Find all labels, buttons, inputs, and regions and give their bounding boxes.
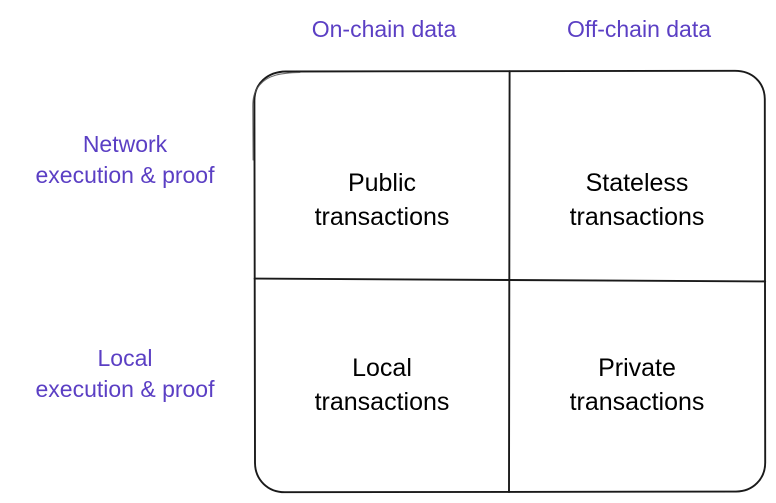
row-header-network-line1: Network	[82, 131, 168, 157]
row-header-network: Network execution & proof	[5, 129, 245, 191]
matrix-vertical-divider	[508, 70, 511, 493]
row-header-network-line2: execution & proof	[35, 162, 215, 188]
cell-local-transactions-line2: transactions	[314, 388, 450, 416]
column-header-on-chain: On-chain data	[311, 16, 457, 42]
cell-public-transactions-line2: transactions	[314, 203, 450, 231]
cell-private-transactions-line1: Private	[598, 354, 676, 382]
cell-stateless-transactions-line1: Stateless	[585, 169, 689, 197]
column-header-off-chain: Off-chain data	[566, 16, 712, 42]
matrix-border-sketch-pass	[252, 71, 301, 161]
cell-local-transactions: Local transactions	[256, 351, 508, 419]
row-header-local: Local execution & proof	[5, 343, 245, 405]
cell-public-transactions: Public transactions	[256, 166, 508, 234]
cell-public-transactions-line1: Public	[347, 169, 417, 197]
matrix-horizontal-divider	[253, 277, 767, 283]
cell-local-transactions-line1: Local	[352, 354, 412, 382]
cell-stateless-transactions: Stateless transactions	[511, 166, 763, 234]
cell-private-transactions-line2: transactions	[569, 388, 705, 416]
cell-private-transactions: Private transactions	[511, 351, 763, 419]
row-header-local-line1: Local	[97, 345, 153, 371]
row-header-local-line2: execution & proof	[35, 376, 215, 402]
cell-stateless-transactions-line2: transactions	[569, 203, 705, 231]
matrix-outer-border	[253, 69, 767, 494]
